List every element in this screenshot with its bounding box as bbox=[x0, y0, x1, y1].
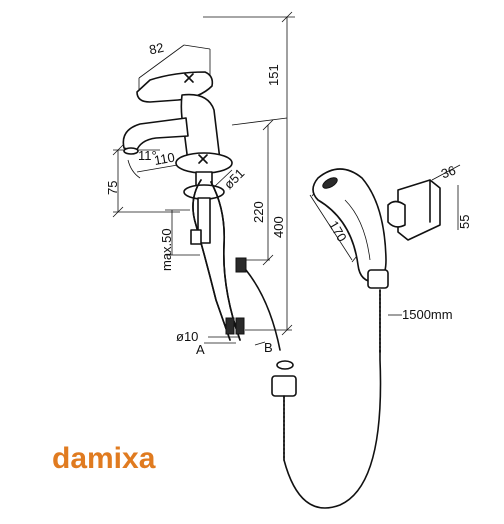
faucet-body bbox=[122, 71, 281, 351]
dim-pipe-diameter: ø10 bbox=[176, 329, 198, 344]
shower-hose-assembly bbox=[271, 289, 382, 509]
label-inlet-a: A bbox=[196, 342, 205, 357]
dim-82: 82 bbox=[148, 40, 165, 58]
dimension-lines bbox=[112, 11, 461, 346]
dim-151: 151 bbox=[266, 64, 281, 86]
dim-36: 36 bbox=[439, 162, 458, 181]
dim-max-50: max.50 bbox=[159, 228, 174, 271]
shower-hose-line bbox=[283, 349, 382, 509]
faucet-shower-hose bbox=[245, 269, 281, 351]
hose-nut bbox=[271, 375, 297, 397]
dimension-labels: 82 151 75 11° 110 ø51 max.50 220 400 ø10… bbox=[105, 40, 472, 357]
dim-1500mm: 1500mm bbox=[402, 307, 453, 322]
dim-55: 55 bbox=[457, 215, 472, 229]
label-inlet-b: B bbox=[264, 340, 273, 355]
dim-75: 75 bbox=[105, 181, 120, 195]
dim-220: 220 bbox=[251, 201, 266, 223]
dim-110: 110 bbox=[153, 150, 176, 168]
spout bbox=[122, 117, 189, 153]
brand-logo: damixa bbox=[52, 442, 156, 475]
wall-holder bbox=[387, 179, 441, 241]
base-plate bbox=[175, 152, 233, 174]
dim-400: 400 bbox=[271, 216, 286, 238]
washer bbox=[276, 360, 294, 370]
dim-angle: 11° bbox=[138, 148, 157, 163]
hand-shower bbox=[312, 168, 389, 289]
